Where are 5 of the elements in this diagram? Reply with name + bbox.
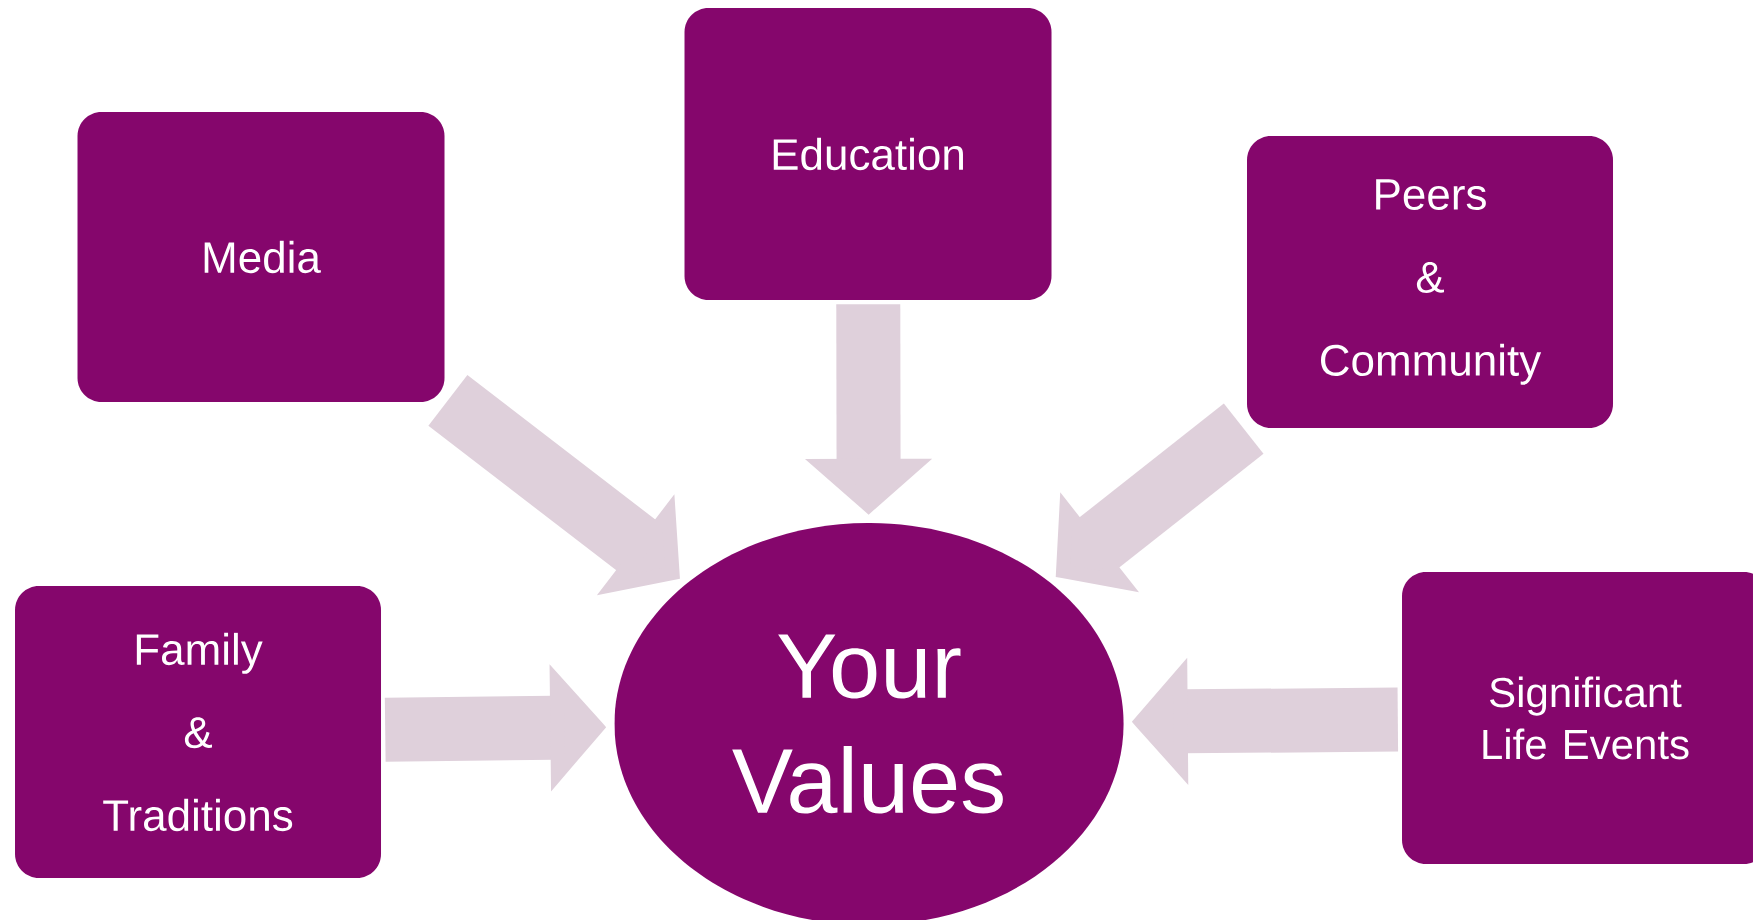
influence-box: Significant Life Events — [1402, 572, 1753, 864]
influence-box: Peers & Community — [1247, 136, 1613, 428]
influence-box: Media — [77, 112, 445, 402]
influence-box: Education — [684, 8, 1052, 300]
influence-box: Family & Traditions — [15, 586, 381, 878]
